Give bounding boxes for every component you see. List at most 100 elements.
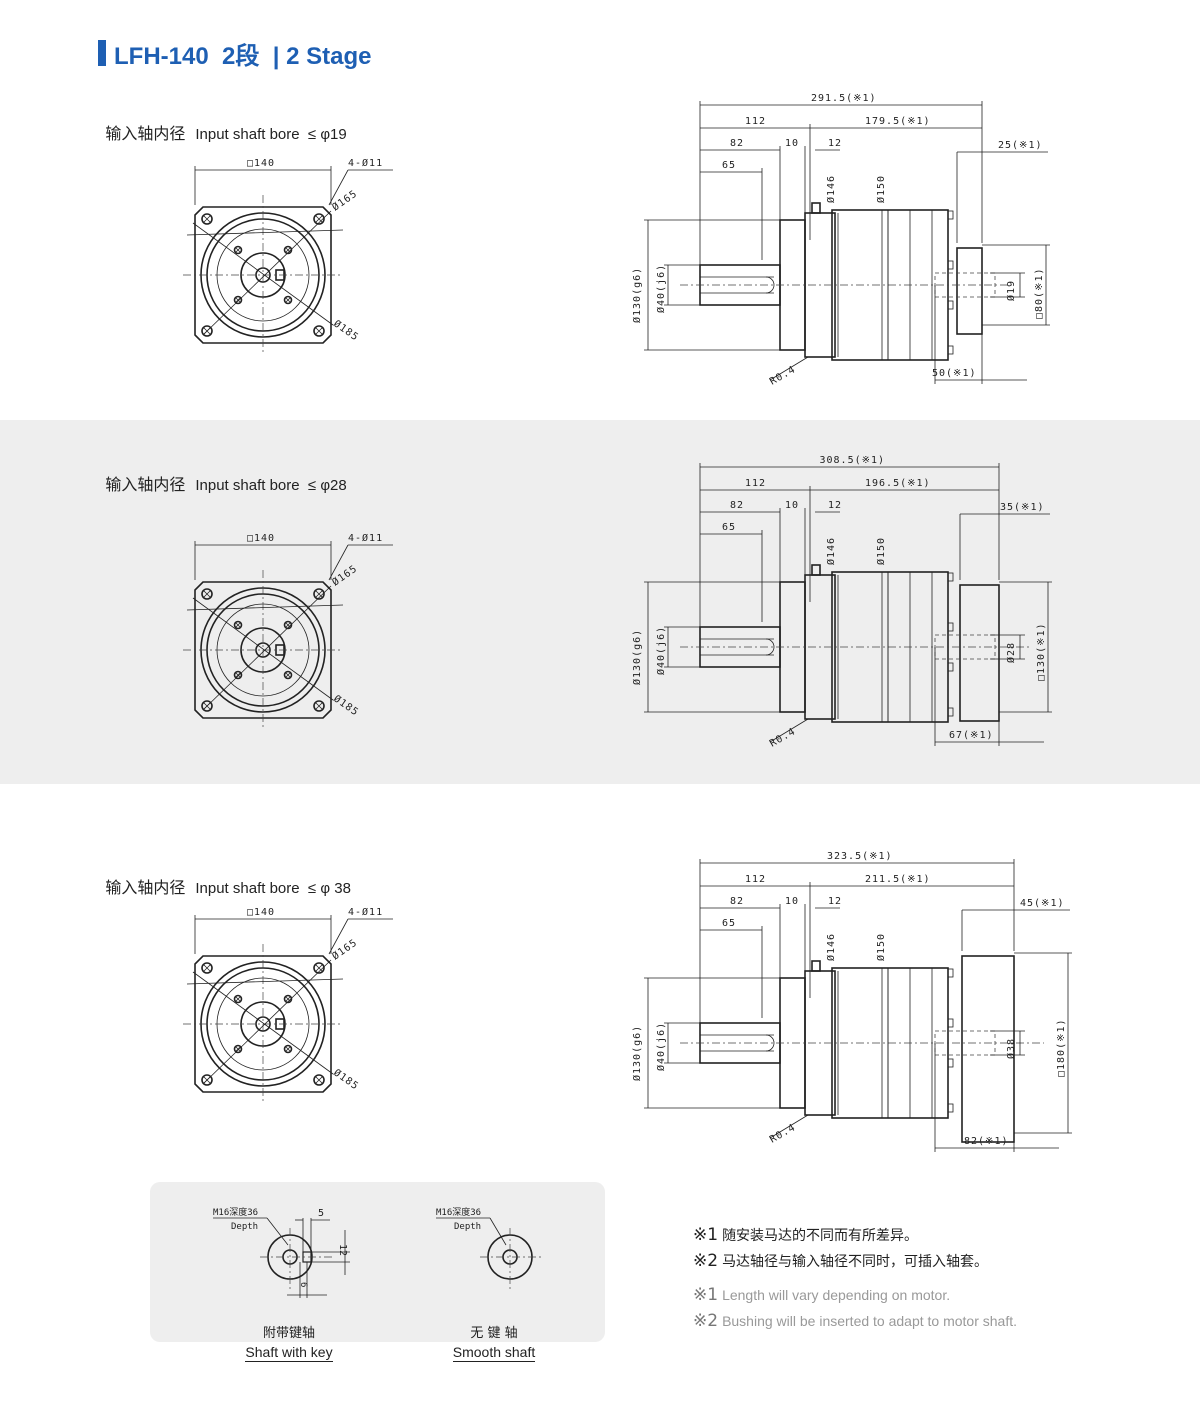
- total-length-label: 308.5(※1): [820, 455, 886, 466]
- key-width-label: 5: [318, 1208, 324, 1219]
- motor-adaptor: [959, 584, 1000, 722]
- mount-hole: [201, 962, 213, 974]
- mount-hole: [313, 325, 325, 337]
- outer-dim-label: Ø185: [331, 693, 361, 719]
- od146-label: Ø146: [825, 537, 837, 565]
- dim-82-label: 82: [730, 500, 744, 511]
- bore-dim-label: Ø19: [1005, 280, 1017, 301]
- od40-label: Ø40(j6): [655, 626, 667, 675]
- mount-hole: [313, 962, 325, 974]
- mount-hole: [313, 1074, 325, 1086]
- dim-65-label: 65: [722, 160, 736, 171]
- outer-dim-label: Ø185: [331, 1067, 361, 1093]
- total-length-label: 291.5(※1): [811, 93, 877, 104]
- bore-label-en: Input shaft bore ≤ φ19: [195, 126, 347, 143]
- title-text: LFH-140 2段 | 2 Stage: [114, 42, 372, 70]
- dim-12-label: 12: [828, 500, 842, 511]
- note-text: 马达轴径与输入轴径不同时，可插入轴套。: [722, 1254, 989, 1270]
- right-length-label: 211.5(※1): [865, 874, 931, 885]
- holes-dim-label: 4-Ø11: [348, 906, 383, 918]
- holes-dim-label: 4-Ø11: [348, 157, 383, 169]
- bottom-dim-label: 67(※1): [949, 730, 993, 741]
- mount-hole: [201, 1074, 213, 1086]
- flange-outline: [194, 955, 332, 1093]
- note-text: Bushing will be inserted to adapt to mot…: [722, 1313, 1018, 1329]
- smooth-shaft-cn: 无 键 轴: [470, 1326, 518, 1341]
- outer-dim-label: Ø185: [331, 318, 361, 344]
- radius-label: R0.4: [768, 364, 798, 388]
- note-mark: ※2: [693, 1311, 719, 1331]
- tap-hole: [233, 295, 243, 305]
- page-title: LFH-140 2段 | 2 Stage: [98, 38, 372, 70]
- od150-label: Ø150: [875, 537, 887, 565]
- tap-hole: [283, 670, 293, 680]
- dim-112-label: 112: [745, 874, 766, 885]
- total-length-label: 323.5(※1): [827, 851, 893, 862]
- motor-adaptor: [961, 955, 1015, 1143]
- smooth-thread-label: M16深度36: [436, 1206, 481, 1218]
- bore-dim-label: Ø38: [1005, 1038, 1017, 1059]
- motor-square-label: □130(※1): [1036, 622, 1047, 681]
- dim-82-label: 82: [730, 138, 744, 149]
- smooth-depth-label: Depth: [454, 1222, 481, 1232]
- dim-65-label: 65: [722, 522, 736, 533]
- flange-outline: [194, 206, 332, 344]
- tap-hole: [233, 1044, 243, 1054]
- bore-label-en: Input shaft bore ≤ φ28: [195, 477, 347, 494]
- tap-hole: [233, 245, 243, 255]
- mount-hole: [201, 213, 213, 225]
- title-accent-bar: [98, 40, 106, 66]
- dim-112-label: 112: [745, 478, 766, 489]
- tap-hole: [283, 295, 293, 305]
- right-length-label: 196.5(※1): [865, 478, 931, 489]
- mount-hole: [313, 213, 325, 225]
- dim-82-label: 82: [730, 896, 744, 907]
- tap-hole: [283, 1044, 293, 1054]
- key-depth-label: 6: [298, 1282, 308, 1287]
- mount-hole: [313, 700, 325, 712]
- tap-hole: [233, 670, 243, 680]
- od150-label: Ø150: [875, 175, 887, 203]
- holes-dim-label: 4-Ø11: [348, 532, 383, 544]
- od150-label: Ø150: [875, 933, 887, 961]
- section-3-bore-label: 输入轴内径 Input shaft bore ≤ φ 38: [97, 857, 351, 898]
- keyed-shaft-caption: 附带键轴 Shaft with key: [209, 1322, 369, 1362]
- bore-label-en: Input shaft bore ≤ φ 38: [195, 880, 351, 897]
- keyed-shaft-cn: 附带键轴: [262, 1326, 315, 1341]
- od130-label: Ø130(g6): [631, 267, 643, 323]
- mount-hole: [201, 588, 213, 600]
- flange-length-label: 25(※1): [998, 140, 1042, 151]
- key-height-label: 12: [337, 1244, 348, 1256]
- od146-label: Ø146: [825, 175, 837, 203]
- od40-label: Ø40(j6): [655, 1022, 667, 1071]
- pcd-dim-label: Ø165: [330, 937, 360, 963]
- radius-label: R0.4: [768, 1122, 798, 1146]
- dim-112-label: 112: [745, 116, 766, 127]
- keyed-shaft-en: Shaft with key: [245, 1344, 333, 1362]
- flange-outline: [194, 581, 332, 719]
- dim-10-label: 10: [785, 896, 799, 907]
- tap-hole: [283, 245, 293, 255]
- bore-label-cn: 输入轴内径: [105, 878, 186, 897]
- smooth-shaft-caption: 无 键 轴 Smooth shaft: [414, 1322, 574, 1362]
- od146-label: Ø146: [825, 933, 837, 961]
- pcd-dim-label: Ø165: [330, 188, 360, 214]
- note-mark: ※2: [693, 1251, 719, 1271]
- note-mark: ※1: [693, 1285, 719, 1305]
- flange-length-label: 35(※1): [1000, 502, 1044, 513]
- motor-square-label: □180(※1): [1056, 1018, 1067, 1077]
- radius-label: R0.4: [768, 726, 798, 750]
- keyed-thread-label: M16深度36: [213, 1206, 258, 1218]
- keyed-shaft-drawing: M16深度36 Depth 5 12 6: [213, 1206, 350, 1298]
- square-dim-label: □140: [247, 533, 275, 544]
